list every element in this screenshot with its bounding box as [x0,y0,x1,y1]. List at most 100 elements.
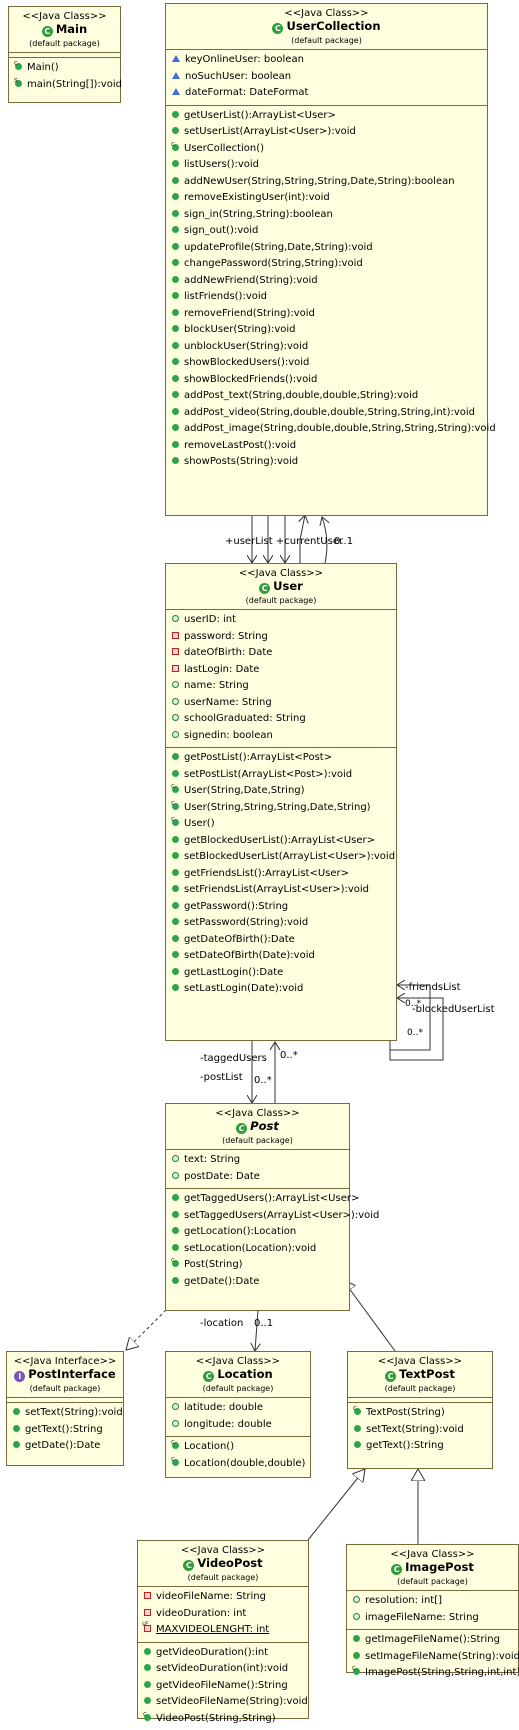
public-field-icon [172,1403,179,1410]
method-row[interactable]: setLocation(Location):void [166,1241,349,1258]
method-row[interactable]: setVideoFileName(String):void [138,1694,308,1711]
method-row[interactable]: setText(String):void [348,1422,492,1439]
attribute-row[interactable]: password: String [166,629,396,646]
method-row[interactable]: showPosts(String):void [166,454,487,471]
public-method-icon [13,1425,20,1432]
method-row[interactable]: setFriendsList(ArrayList<User>):void [166,882,396,899]
attribute-row[interactable]: name: String [166,678,396,695]
method-row[interactable]: getUserList():ArrayList<User> [166,108,487,125]
attribute-row[interactable]: userID: int [166,612,396,629]
method-row[interactable]: unblockUser(String):void [166,339,487,356]
method-row[interactable]: setText(String):void [7,1405,123,1422]
method-row[interactable]: blockUser(String):void [166,322,487,339]
method-row[interactable]: setImageFileName(String):void [347,1649,518,1666]
method-row[interactable]: setBlockedUserList(ArrayList<User>):void [166,849,396,866]
method-row[interactable]: getVideoDuration():int [138,1645,308,1662]
attribute-row[interactable]: latitude: double [166,1400,310,1417]
class-name: Post [250,1119,279,1133]
method-row[interactable]: getDate():Date [166,1274,349,1291]
method-row[interactable]: setPostList(ArrayList<Post>):void [166,767,396,784]
method-row[interactable]: setVideoDuration(int):void [138,1661,308,1678]
method-row[interactable]: setUserList(ArrayList<User>):void [166,124,487,141]
method-row[interactable]: getBlockedUserList():ArrayList<User> [166,833,396,850]
attribute-row[interactable]: MAXVIDEOLENGHT: int [138,1622,308,1639]
attribute-row[interactable]: userName: String [166,695,396,712]
attribute-row[interactable]: imageFileName: String [347,1610,518,1627]
method-row[interactable]: getVideoFileName():String [138,1678,308,1695]
method-row[interactable]: getPassword():String [166,899,396,916]
method-row[interactable]: getFriendsList():ArrayList<User> [166,866,396,883]
public-field-icon [172,1155,179,1162]
method-row[interactable]: ImagePost(String,String,int,int) [347,1665,518,1682]
method-row[interactable]: Location() [166,1439,310,1456]
method-row[interactable]: getDateOfBirth():Date [166,932,396,949]
method-row[interactable]: getImageFileName():String [347,1632,518,1649]
method-row[interactable]: User(String,Date,String) [166,783,396,800]
attribute-row[interactable]: noSuchUser: boolean [166,69,487,86]
method-row[interactable]: setPassword(String):void [166,915,396,932]
method-row[interactable]: User(String,String,String,Date,String) [166,800,396,817]
method-row[interactable]: listFriends():void [166,289,487,306]
method-row[interactable]: addNewFriend(String):void [166,273,487,290]
method-row[interactable]: removeExistingUser(int):void [166,190,487,207]
constructor-icon [172,1459,179,1466]
edge-label-uc-user-roles: +userList +currentUser [225,536,343,548]
method-row[interactable]: TextPost(String) [348,1405,492,1422]
constructor-icon [144,1714,151,1721]
method-row[interactable]: listUsers():void [166,157,487,174]
method-row[interactable]: setDateOfBirth(Date):void [166,948,396,965]
method-row[interactable]: getText():String [7,1422,123,1439]
method-row[interactable]: setLastLogin(Date):void [166,981,396,998]
public-method-icon [172,1194,179,1201]
method-row[interactable]: removeLastPost():void [166,438,487,455]
attribute-row[interactable]: lastLogin: Date [166,662,396,679]
method-row[interactable]: showBlockedUsers():void [166,355,487,372]
method-row[interactable]: sign_in(String,String):boolean [166,207,487,224]
public-method-icon [172,902,179,909]
method-row[interactable]: getPostList():ArrayList<Post> [166,750,396,767]
method-row[interactable]: getLastLogin():Date [166,965,396,982]
attribute-row[interactable]: signedin: boolean [166,728,396,745]
attribute-row[interactable]: longitude: double [166,1417,310,1434]
method-row[interactable]: Main() [9,60,120,77]
method-row[interactable]: User() [166,816,396,833]
method-row[interactable]: Post(String) [166,1257,349,1274]
public-method-icon [354,1425,361,1432]
attribute-row[interactable]: postDate: Date [166,1169,349,1186]
attribute-row[interactable]: videoDuration: int [138,1606,308,1623]
method-row[interactable]: getDate():Date [7,1438,123,1455]
method-row[interactable]: setTaggedUsers(ArrayList<User>):void [166,1208,349,1225]
attribute-row[interactable]: text: String [166,1152,349,1169]
method-row[interactable]: main(String[]):void [9,77,120,94]
attribute-row[interactable]: dateFormat: DateFormat [166,85,487,102]
method-row[interactable]: addNewUser(String,String,String,Date,Str… [166,174,487,191]
attribute-row[interactable]: videoFileName: String [138,1589,308,1606]
method-row[interactable]: removeFriend(String):void [166,306,487,323]
method-row[interactable]: UserCollection() [166,141,487,158]
method-row[interactable]: Location(double,double) [166,1456,310,1473]
attribute-row[interactable]: schoolGraduated: String [166,711,396,728]
method-row[interactable]: getTaggedUsers():ArrayList<User> [166,1191,349,1208]
method-row[interactable]: sign_out():void [166,223,487,240]
method-row[interactable]: getText():String [348,1438,492,1455]
method-row[interactable]: changePassword(String,String):void [166,256,487,273]
method-row[interactable]: getLocation():Location [166,1224,349,1241]
method-row[interactable]: addPost_video(String,double,double,Strin… [166,405,487,422]
attribute-row[interactable]: resolution: int[] [347,1593,518,1610]
attribute-row[interactable]: dateOfBirth: Date [166,645,396,662]
class-icon: C [259,583,270,594]
attribute-row[interactable]: keyOnlineUser: boolean [166,52,487,69]
method-row[interactable]: addPost_text(String,double,double,String… [166,388,487,405]
method-row[interactable]: showBlockedFriends():void [166,372,487,389]
method-row[interactable]: updateProfile(String,Date,String):void [166,240,487,257]
method-row[interactable]: addPost_image(String,double,double,Strin… [166,421,487,438]
